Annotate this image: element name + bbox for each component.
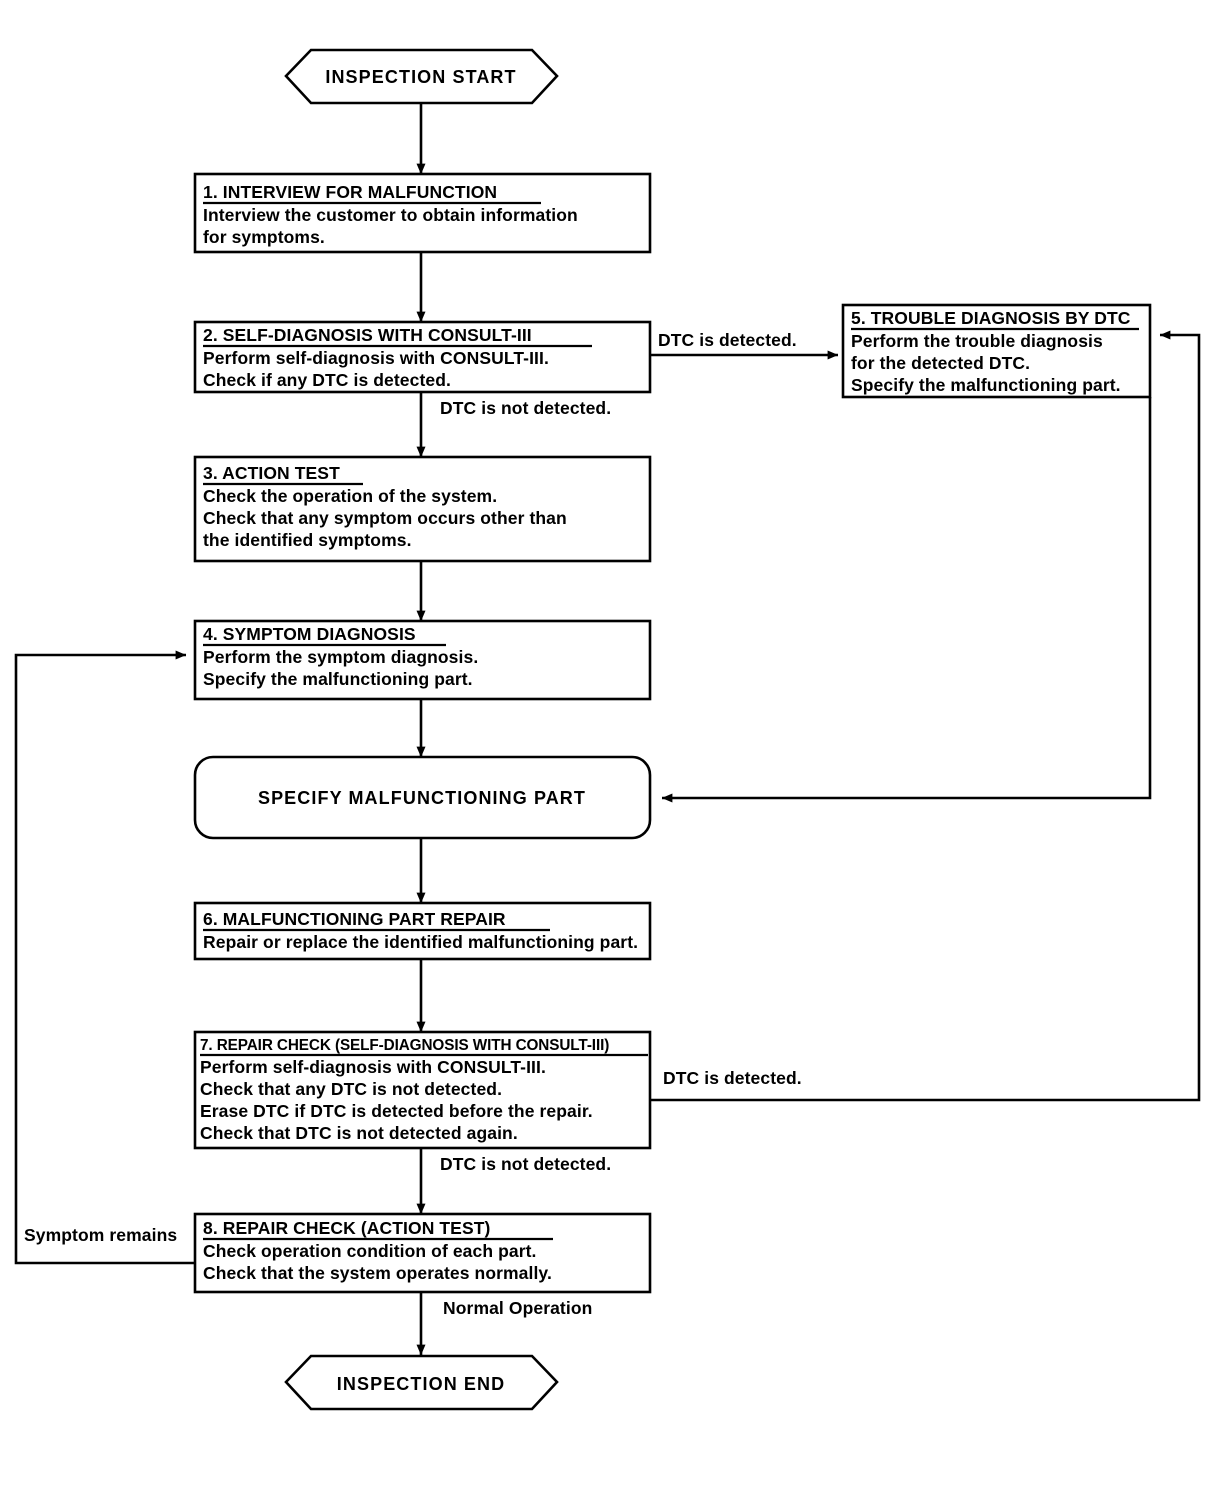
step7-line-1: Perform self-diagnosis with CONSULT-III. xyxy=(200,1057,546,1077)
label-normal-operation: Normal Operation xyxy=(443,1298,592,1318)
edge-7-to-5 xyxy=(650,330,1201,1102)
connectors xyxy=(14,103,1201,1356)
step6-title: 6. MALFUNCTIONING PART REPAIR xyxy=(203,909,506,929)
specify-malfunctioning-part-box: SPECIFY MALFUNCTIONING PART xyxy=(193,755,652,840)
step3-line-3: the identified symptoms. xyxy=(203,530,412,550)
step-box-4: 4. SYMPTOM DIAGNOSIS Perform the symptom… xyxy=(193,619,652,701)
label-dtc-not-detected-bottom: DTC is not detected. xyxy=(440,1154,611,1174)
edge-5-to-specify xyxy=(661,397,1152,803)
step-box-5: 5. TROUBLE DIAGNOSIS BY DTC Perform the … xyxy=(841,303,1152,399)
start-hexagon xyxy=(284,48,559,105)
terminator-start: INSPECTION START xyxy=(284,48,559,105)
step-box-7: 7. REPAIR CHECK (SELF-DIAGNOSIS WITH CON… xyxy=(193,1030,652,1150)
step2-rect xyxy=(193,320,652,394)
edge-labels: DTC is detected. DTC is not detected. DT… xyxy=(24,330,802,1318)
step5-line-3: Specify the malfunctioning part. xyxy=(851,375,1121,395)
step-box-6: 6. MALFUNCTIONING PART REPAIR Repair or … xyxy=(193,901,652,961)
step8-line-2: Check that the system operates normally. xyxy=(203,1263,552,1283)
step-box-2: 2. SELF-DIAGNOSIS WITH CONSULT-III Perfo… xyxy=(193,320,652,394)
step1-title: 1. INTERVIEW FOR MALFUNCTION xyxy=(203,182,497,202)
step5-rect xyxy=(841,303,1152,399)
end-label: INSPECTION END xyxy=(337,1374,505,1394)
step4-line-1: Perform the symptom diagnosis. xyxy=(203,647,478,667)
step7-line-3: Erase DTC if DTC is detected before the … xyxy=(200,1101,593,1121)
step8-title: 8. REPAIR CHECK (ACTION TEST) xyxy=(203,1218,490,1238)
step3-title: 3. ACTION TEST xyxy=(203,463,340,483)
label-dtc-not-detected-top: DTC is not detected. xyxy=(440,398,611,418)
step8-line-1: Check operation condition of each part. xyxy=(203,1241,537,1261)
step5-line-1: Perform the trouble diagnosis xyxy=(851,331,1103,351)
terminator-end: INSPECTION END xyxy=(284,1354,559,1411)
specify-label: SPECIFY MALFUNCTIONING PART xyxy=(258,788,586,808)
step7-line-2: Check that any DTC is not detected. xyxy=(200,1079,502,1099)
step1-line-2: for symptoms. xyxy=(203,227,325,247)
step-box-8: 8. REPAIR CHECK (ACTION TEST) Check oper… xyxy=(193,1212,652,1294)
end-hexagon xyxy=(284,1354,559,1411)
step8-rect xyxy=(193,1212,652,1294)
step1-rect xyxy=(193,172,652,254)
step2-line-1: Perform self-diagnosis with CONSULT-III. xyxy=(203,348,549,368)
step-box-1: 1. INTERVIEW FOR MALFUNCTION Interview t… xyxy=(193,172,652,254)
step-box-3: 3. ACTION TEST Check the operation of th… xyxy=(193,455,652,563)
step3-line-1: Check the operation of the system. xyxy=(203,486,497,506)
step2-line-2: Check if any DTC is detected. xyxy=(203,370,451,390)
edge-8-to-4 xyxy=(14,650,195,1265)
step7-rect xyxy=(193,1030,652,1150)
label-dtc-detected-bottom: DTC is detected. xyxy=(663,1068,802,1088)
step5-line-2: for the detected DTC. xyxy=(851,353,1030,373)
step4-rect xyxy=(193,619,652,701)
step1-line-1: Interview the customer to obtain informa… xyxy=(203,205,578,225)
step3-rect xyxy=(193,455,652,563)
step3-line-2: Check that any symptom occurs other than xyxy=(203,508,567,528)
step7-title: 7. REPAIR CHECK (SELF-DIAGNOSIS WITH CON… xyxy=(200,1037,609,1054)
label-symptom-remains: Symptom remains xyxy=(24,1225,177,1245)
step4-title: 4. SYMPTOM DIAGNOSIS xyxy=(203,624,416,644)
step7-line-4: Check that DTC is not detected again. xyxy=(200,1123,518,1143)
label-dtc-detected-top: DTC is detected. xyxy=(658,330,797,350)
step2-title: 2. SELF-DIAGNOSIS WITH CONSULT-III xyxy=(203,325,532,345)
step6-line-1: Repair or replace the identified malfunc… xyxy=(203,932,638,952)
specify-rect xyxy=(193,755,652,840)
step5-title: 5. TROUBLE DIAGNOSIS BY DTC xyxy=(851,308,1131,328)
start-label: INSPECTION START xyxy=(325,67,516,87)
step4-line-2: Specify the malfunctioning part. xyxy=(203,669,473,689)
